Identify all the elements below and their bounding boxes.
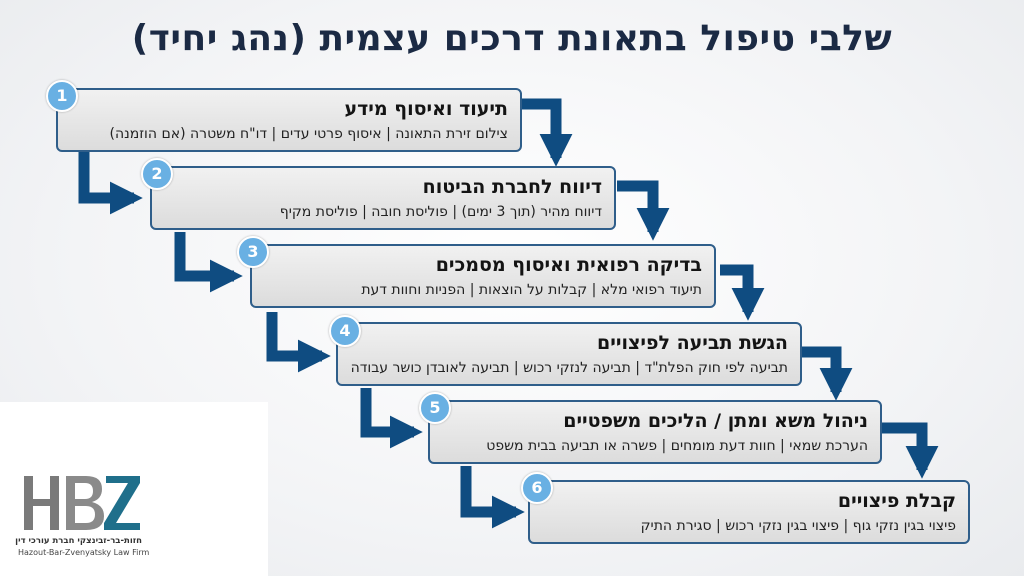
step-1-desc: צילום זירת התאונה | איסוף פרטי עדים | דו…	[109, 126, 508, 142]
firm-name-english: Hazout-Bar-Zvenyatsky Law Firm	[18, 548, 150, 557]
arrow-right-5	[880, 422, 939, 479]
step-3-badge: 3	[237, 236, 269, 268]
arrow-left-5	[460, 466, 525, 529]
step-1-box: תיעוד ואיסוף מידע צילום זירת התאונה | אי…	[56, 88, 522, 152]
arrow-right-2	[617, 180, 670, 241]
step-5-box: ניהול משא ומתן / הליכים משפטיים הערכת שמ…	[428, 400, 882, 464]
step-4-box: הגשת תביעה לפיצויים תביעה לפי חוק הפלת"ד…	[336, 322, 802, 386]
step-6-badge: 6	[521, 472, 553, 504]
step-2-badge: 2	[141, 158, 173, 190]
step-2-box: דיווח לחברת הביטוח דיווח מהיר (תוך 3 ימי…	[150, 166, 616, 230]
step-6-desc: פיצוי בגין נזקי גוף | פיצוי בגין נזקי רכ…	[640, 518, 956, 534]
step-1-title: תיעוד ואיסוף מידע	[344, 98, 508, 120]
arrow-right-4	[800, 346, 853, 401]
step-3-title: בדיקה רפואית ואיסוף מסמכים	[435, 254, 702, 276]
step-1-badge: 1	[46, 80, 78, 112]
step-6-title: קבלת פיצויים	[837, 490, 956, 512]
page-title: שלבי טיפול בתאונת דרכים עצמית (נהג יחיד)	[131, 18, 893, 59]
step-4-title: הגשת תביעה לפיצויים	[597, 332, 788, 354]
arrow-left-4	[360, 388, 423, 449]
step-6-box: קבלת פיצויים פיצוי בגין נזקי גוף | פיצוי…	[528, 480, 970, 544]
step-5-badge: 5	[419, 392, 451, 424]
step-2-desc: דיווח מהיר (תוך 3 ימים) | פוליסת חובה | …	[279, 204, 602, 220]
step-5-title: ניהול משא ומתן / הליכים משפטיים	[563, 410, 868, 432]
arrow-left-1	[78, 152, 143, 215]
step-4-desc: תביעה לפי חוק הפלת"ד | תביעה לנזקי רכוש …	[350, 360, 788, 376]
step-4-badge: 4	[329, 315, 361, 347]
firm-name-hebrew: חזות-בר-זבינצקי חברת עורכי דין	[15, 536, 142, 546]
firm-logo-icon	[24, 476, 140, 530]
arrow-right-3	[720, 264, 765, 321]
step-3-desc: תיעוד רפואי מלא | קבלות על הוצאות | הפני…	[361, 282, 702, 298]
step-3-box: בדיקה רפואית ואיסוף מסמכים תיעוד רפואי מ…	[250, 244, 716, 308]
arrow-right-1	[512, 98, 573, 167]
step-2-title: דיווח לחברת הביטוח	[422, 176, 602, 198]
step-5-desc: הערכת שמאי | חוות דעת מומחים | פשרה או ת…	[486, 438, 868, 454]
arrow-left-3	[266, 312, 331, 373]
arrow-left-2	[174, 232, 243, 293]
logo-panel: חזות-בר-זבינצקי חברת עורכי דין Hazout-Ba…	[0, 402, 268, 576]
